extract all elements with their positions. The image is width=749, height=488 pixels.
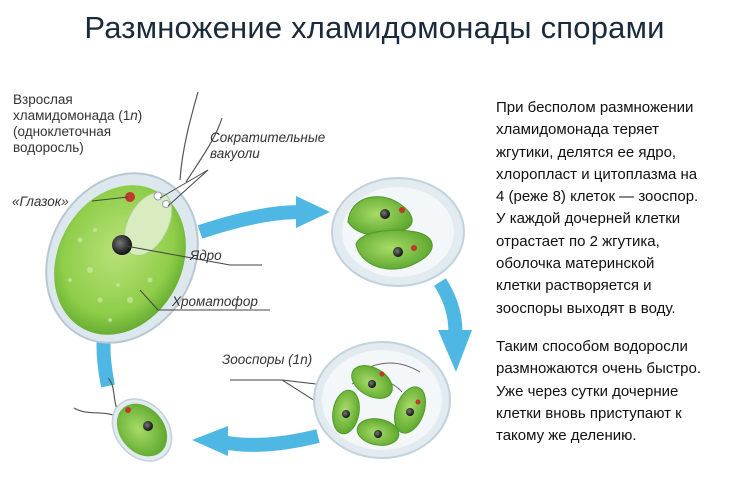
description-line: клетки растворяется и [496, 277, 652, 295]
adult-label-line2: хламидомонада (1n) [13, 108, 143, 123]
description-line: хлоропласт и цитоплазма на [496, 165, 698, 183]
description-line: размножаются очень быстро. [496, 360, 701, 378]
description-line: отрастает по 2 жгутика, [496, 232, 660, 250]
description-line: 4 (реже 8) клеток — зооспор. [496, 188, 699, 206]
description-line: жгутики, делятся ее ядро, [496, 143, 677, 161]
description-line: зооспоры выходят в воду. [496, 299, 676, 317]
description-line: оболочка материнской [496, 255, 655, 273]
cycle-arrow-right [434, 278, 472, 372]
description-line: такому же делению. [496, 427, 637, 445]
description-line: Уже через сутки дочерние [496, 382, 679, 400]
cycle-arrow-top [197, 196, 330, 239]
description-line: У каждой дочерней клетки [496, 210, 681, 228]
adult-label: Взрослая хламидомонада (1n) (одноклеточн… [13, 92, 142, 156]
diagram-svg [45, 91, 472, 462]
eyespot-label: «Глазок» [12, 194, 69, 209]
young-cell [73, 377, 173, 462]
life-cycle-diagram: Взрослая хламидомонада (1n) (одноклеточн… [0, 60, 490, 480]
description-paragraph-2: Таким способом водоросли размножаются оче… [496, 336, 746, 447]
description-text: При бесполом размножении хламидомонада те… [496, 97, 746, 447]
zoospores-label: Зооспоры (1n) [222, 352, 313, 367]
adult-label-line3: (одноклеточная [13, 124, 112, 139]
adult-label-line4: водоросль) [13, 140, 84, 155]
cycle-arrow-bottom [192, 426, 320, 456]
nucleus-label: Ядро [190, 248, 222, 263]
vacuoles-label: Сократительные вакуоли [210, 130, 326, 161]
nucleus-shape [112, 235, 132, 255]
description-line: хламидомонада теряет [496, 121, 659, 139]
dividing-cell [331, 177, 465, 287]
description-line: клетки вновь приступают к [496, 404, 682, 422]
eyespot-shape [125, 192, 135, 202]
adult-cell [45, 91, 223, 344]
adult-label-line1: Взрослая [13, 92, 73, 107]
chromatophore-label: Хроматофор [172, 294, 258, 309]
page-title: Размножение хламидомонады спорами [84, 10, 665, 45]
zoospores-cell [313, 341, 451, 459]
description-line: При бесполом размножении [496, 99, 694, 116]
description-line: Таким способом водоросли [496, 337, 688, 355]
description-paragraph-1: При бесполом размножении хламидомонада те… [496, 97, 746, 320]
